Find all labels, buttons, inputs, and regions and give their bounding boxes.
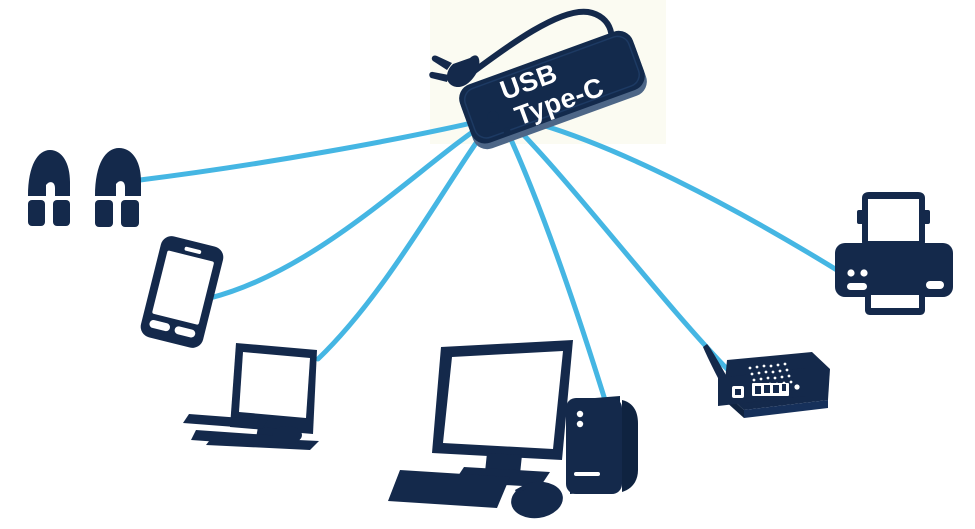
cable-smartphone — [207, 117, 493, 301]
drive-led-lower — [576, 420, 584, 428]
printer-button-feed[interactable] — [860, 269, 868, 277]
desktop-keyboard-icon — [388, 470, 510, 508]
smartphone-icon — [140, 236, 224, 348]
headphones-icon — [28, 148, 141, 227]
laptop-screen — [239, 352, 310, 418]
cable-laptop — [315, 118, 495, 362]
printer-button-power[interactable] — [847, 269, 855, 277]
hub-top-face — [459, 30, 645, 144]
smartphone-screen — [152, 250, 214, 325]
cable-headphones — [137, 116, 492, 183]
usb-type-c-hub[interactable] — [455, 27, 651, 154]
power-plug-icon — [429, 55, 480, 88]
printer-indicator — [926, 281, 944, 289]
router-led — [794, 384, 800, 390]
drive-led-upper — [576, 410, 584, 418]
desktop-monitor-icon — [432, 340, 573, 487]
printer-icon — [835, 192, 953, 315]
hub-ports — [487, 111, 511, 135]
cable-group — [137, 114, 848, 403]
desktop-screen — [443, 351, 563, 449]
router-ethernet-ports — [752, 383, 789, 396]
cable-router — [505, 116, 733, 375]
cable-external-drive — [499, 117, 608, 403]
external-drive-icon — [566, 396, 638, 494]
laptop-icon — [183, 343, 319, 450]
desktop-mouse-icon — [511, 481, 563, 519]
drive-slot — [574, 472, 600, 476]
cable-printer — [510, 114, 848, 278]
printer-button-bar[interactable] — [847, 283, 867, 290]
router-vents — [748, 362, 793, 388]
router-icon — [703, 344, 830, 418]
